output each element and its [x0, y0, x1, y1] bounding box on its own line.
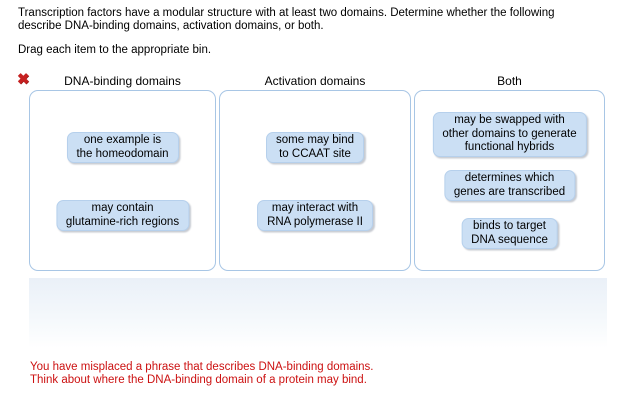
item-tray-area [29, 278, 607, 348]
drag-item[interactable]: may interact with RNA polymerase II [257, 200, 373, 231]
bin-header-activation: Activation domains [264, 74, 366, 88]
bin-dna-binding[interactable]: one example is the homeodomain may conta… [29, 90, 216, 271]
bin-both[interactable]: may be swapped with other domains to gen… [414, 90, 605, 271]
drag-item[interactable]: some may bind to CCAAT site [266, 132, 364, 163]
feedback-text: You have misplaced a phrase that describ… [30, 361, 374, 386]
drag-item[interactable]: may be swapped with other domains to gen… [432, 112, 587, 157]
drag-item[interactable]: may contain glutamine-rich regions [55, 200, 190, 231]
bin-header-both: Both [497, 74, 522, 88]
drag-item[interactable]: one example is the homeodomain [66, 132, 179, 163]
drag-item[interactable]: determines which genes are transcribed [443, 170, 576, 201]
bin-activation[interactable]: some may bind to CCAAT site may interact… [219, 90, 411, 271]
error-x-icon: ✖ [17, 71, 30, 88]
drag-instruction-text: Drag each item to the appropriate bin. [18, 44, 212, 56]
drag-item[interactable]: binds to target DNA sequence [461, 218, 558, 249]
bin-header-dna-binding: DNA-binding domains [64, 74, 181, 88]
question-text: Transcription factors have a modular str… [18, 7, 555, 32]
